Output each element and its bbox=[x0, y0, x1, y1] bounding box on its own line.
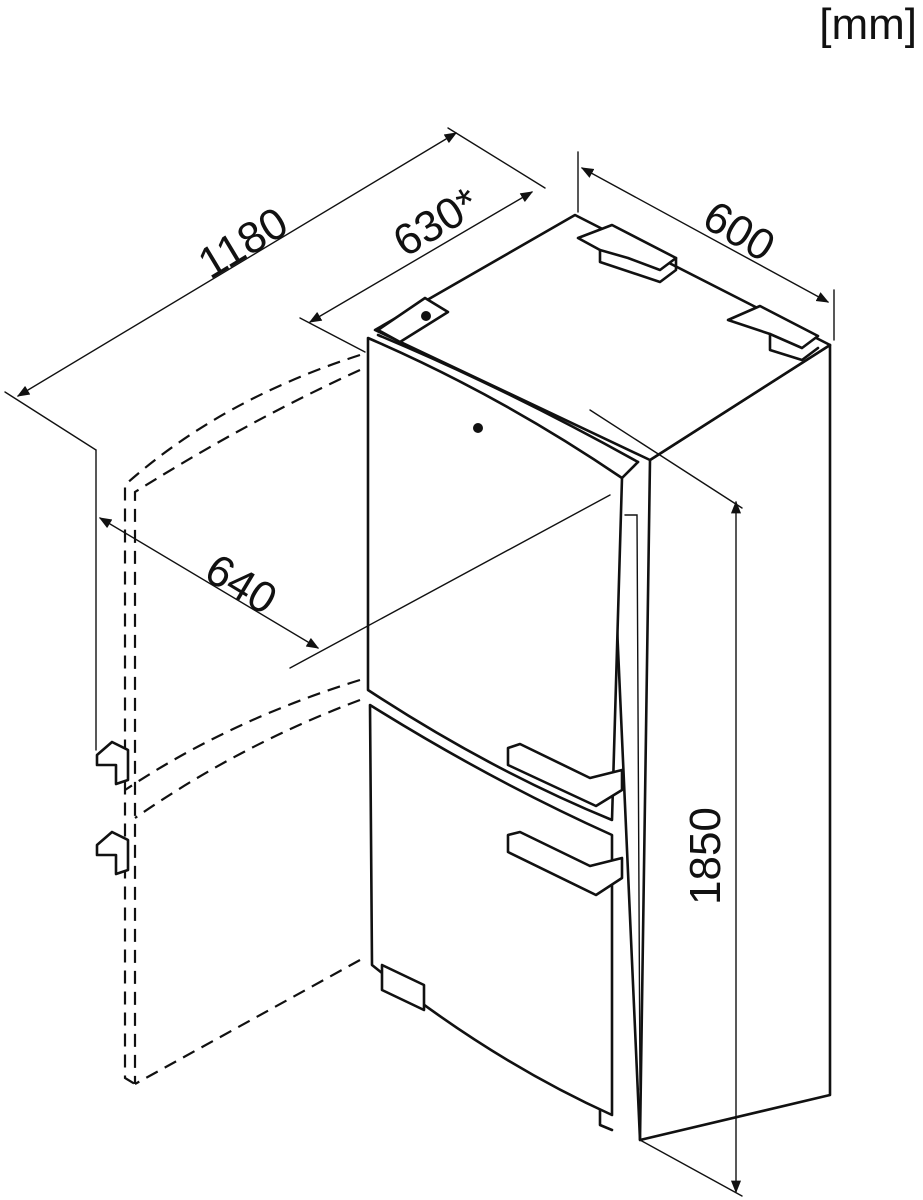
hinge-dot-icon bbox=[421, 311, 431, 321]
lower-door bbox=[368, 703, 624, 1132]
dim-640-label: 640 bbox=[197, 545, 285, 625]
dim-1180-label: 1180 bbox=[190, 198, 296, 289]
dim-1850-label: 1850 bbox=[681, 807, 730, 905]
open-door-outline bbox=[95, 353, 361, 1085]
hinge-dot-icon bbox=[473, 423, 483, 433]
dim-600-label: 600 bbox=[695, 192, 783, 272]
dim-630-label: 630* bbox=[385, 178, 488, 267]
unit-label: [mm] bbox=[819, 0, 917, 49]
dim-1850: 1850 bbox=[589, 409, 743, 1197]
